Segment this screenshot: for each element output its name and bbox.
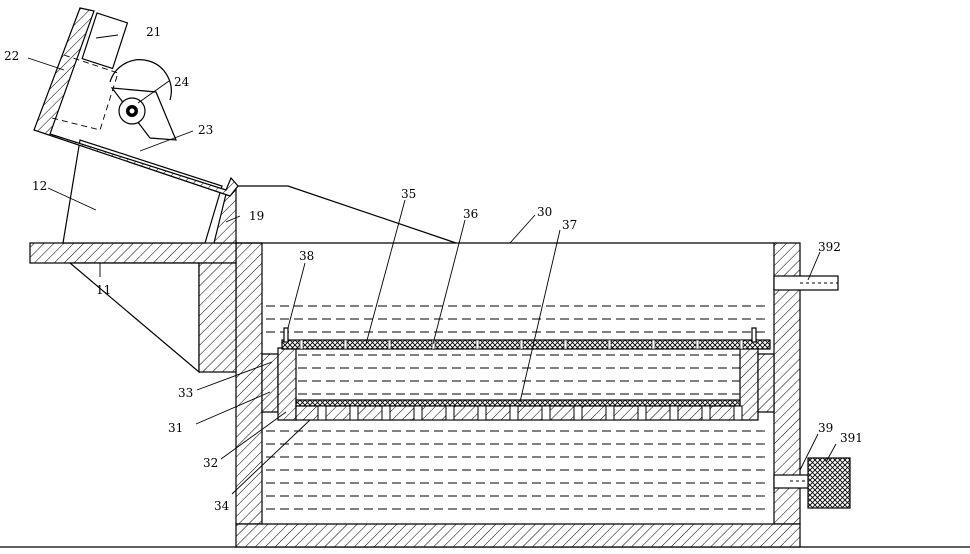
filter-mesh xyxy=(296,400,740,406)
tray-right-side xyxy=(740,348,758,420)
top-plate-gap xyxy=(696,340,699,349)
plate-slot xyxy=(478,406,486,420)
label-35: 35 xyxy=(401,187,416,201)
plate-slot xyxy=(670,406,678,420)
upper-outlet-pipe xyxy=(774,276,838,290)
top-plate-gap xyxy=(300,340,303,349)
plate-slot xyxy=(510,406,518,420)
valve-block xyxy=(808,458,850,508)
tray-right-bracket xyxy=(758,354,774,412)
label-34: 34 xyxy=(214,499,230,513)
top-plate-gap xyxy=(608,340,611,349)
label-24: 24 xyxy=(174,75,190,89)
label-31: 31 xyxy=(168,421,183,435)
label-32: 32 xyxy=(203,456,218,470)
top-plate-gap xyxy=(564,340,567,349)
label-21: 21 xyxy=(146,25,161,39)
label-39: 39 xyxy=(818,421,833,435)
top-plate-gap xyxy=(652,340,655,349)
plate-slot xyxy=(542,406,550,420)
label-19: 19 xyxy=(249,209,264,223)
top-plate-gap xyxy=(476,340,479,349)
tank-left-wall xyxy=(236,243,262,524)
top-plate-gap xyxy=(740,340,743,349)
label-23: 23 xyxy=(198,123,213,137)
tank xyxy=(236,243,800,547)
top-plate-gap xyxy=(520,340,523,349)
label-33: 33 xyxy=(178,386,193,400)
label-12: 12 xyxy=(32,179,47,193)
plate-slot xyxy=(382,406,390,420)
label-391: 391 xyxy=(840,431,863,445)
support-post xyxy=(199,263,236,372)
tank-bottom xyxy=(236,524,800,547)
plate-slot xyxy=(638,406,646,420)
tray-left-side xyxy=(278,348,296,420)
plate-slot xyxy=(414,406,422,420)
plate-slot xyxy=(446,406,454,420)
top-plate-gap xyxy=(344,340,347,349)
plate-slot xyxy=(318,406,326,420)
label-22: 22 xyxy=(4,49,19,63)
label-38: 38 xyxy=(299,249,314,263)
platform xyxy=(30,243,236,263)
label-11: 11 xyxy=(96,283,111,297)
plate-slot xyxy=(606,406,614,420)
body-12 xyxy=(63,140,222,243)
top-plate-gap xyxy=(388,340,391,349)
plate-slot xyxy=(350,406,358,420)
label-37: 37 xyxy=(562,218,577,232)
plate-slot xyxy=(574,406,582,420)
label-30: 30 xyxy=(537,205,552,219)
plate-slot xyxy=(734,406,742,420)
label-36: 36 xyxy=(463,207,478,221)
plate-slot xyxy=(702,406,710,420)
label-392: 392 xyxy=(818,240,841,254)
